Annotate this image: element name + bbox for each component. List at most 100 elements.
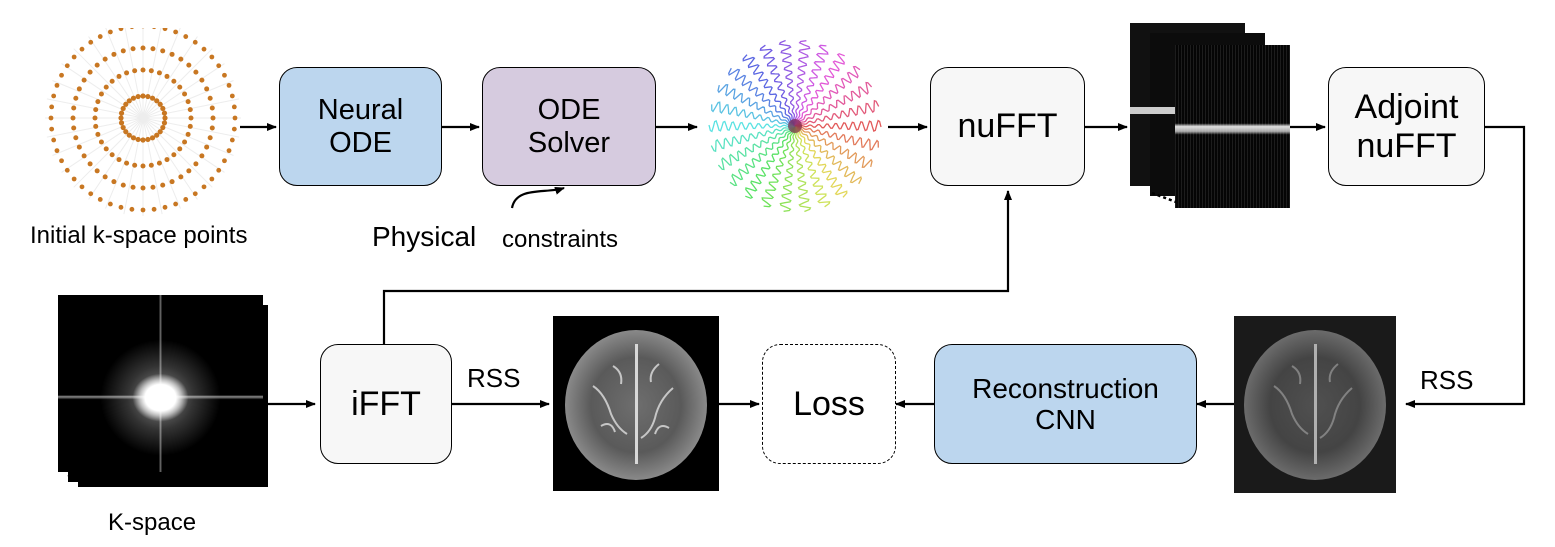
trajectory-spokes [708, 39, 882, 213]
kspace-point [88, 39, 94, 45]
trajectory-spoke [794, 125, 848, 198]
kspace-point [173, 29, 179, 35]
kspace-point [161, 120, 168, 126]
kspace-point [145, 136, 151, 143]
kspace-spoke-line [88, 36, 144, 119]
reference-brain-midline [635, 344, 638, 464]
kspace-point [201, 46, 207, 52]
kspace-point [103, 146, 109, 152]
kspace-point [51, 93, 57, 99]
kspace-point [140, 163, 146, 169]
kspace-point [97, 34, 103, 39]
adjoint-nufft-block: Adjoint nuFFT [1328, 67, 1485, 186]
coil-stack-ellipsis [1151, 191, 1177, 204]
kspace-point-rings [45, 28, 241, 216]
trajectory-spoke [745, 125, 796, 199]
trajectory-spoke [794, 125, 873, 168]
kspace-point [54, 148, 60, 154]
kspace-point [54, 82, 60, 88]
kspace-point [156, 160, 162, 166]
kspace-point [76, 86, 82, 92]
kspace-image-stack [58, 295, 270, 495]
kspace-point [118, 28, 124, 32]
reference-brain-sulci [592, 363, 674, 439]
kspace-point [164, 73, 170, 79]
kspace-point [216, 63, 222, 69]
trajectory-spoke [794, 125, 879, 151]
kspace-point [207, 95, 213, 101]
kspace-point [222, 72, 227, 78]
kspace-point [87, 69, 93, 75]
kspace-point [79, 46, 85, 52]
kspace-point [64, 167, 70, 173]
arrow-adjoint-to-coil-image [1405, 125, 1526, 408]
aliased-brain-midline [1314, 344, 1317, 464]
kspace-point [123, 101, 129, 107]
kspace-point [192, 191, 198, 197]
kspace-point [182, 139, 188, 145]
kspace-point [129, 206, 135, 212]
physical-label: Physical [372, 221, 477, 252]
coil-data-highlight [1130, 107, 1175, 114]
kspace-point [107, 29, 113, 35]
kspace-point [140, 67, 146, 73]
kspace-spoke-line [88, 117, 144, 200]
kspace-point [49, 126, 55, 132]
kspace-point [185, 99, 191, 105]
kspace-point [130, 95, 137, 101]
kspace-point [171, 152, 177, 158]
kspace-spoke-line [142, 48, 213, 119]
kspace-spoke-line [142, 63, 225, 119]
trajectory-spoke [794, 40, 811, 127]
kspace-point [169, 179, 175, 185]
trajectory-spoke [742, 54, 796, 127]
aliased-brain-image [1234, 316, 1396, 493]
kspace-point [140, 45, 146, 51]
trajectory-spoke [794, 119, 882, 132]
kspace-point [71, 125, 77, 131]
trajectory-spoke [711, 101, 796, 127]
kspace-point [199, 153, 205, 159]
kspace-point [150, 46, 156, 52]
kspace-point [71, 176, 77, 182]
trajectory-spoke [728, 67, 796, 127]
trajectory-spoke [717, 84, 796, 127]
kspace-point [162, 204, 168, 210]
kspace-point [161, 110, 168, 116]
initial-kspace-points-figure [45, 28, 241, 216]
kspace-point [111, 179, 117, 185]
neural-ode-block: Neural ODE [279, 67, 442, 186]
kspace-point [154, 132, 160, 138]
kspace-point [124, 70, 130, 76]
kspace-point [132, 68, 138, 74]
kspace-point [177, 84, 183, 90]
trajectory-spoke [761, 125, 796, 208]
kspace-point [164, 157, 170, 163]
kspace-point [162, 28, 168, 32]
kspace-point [49, 104, 55, 110]
kspace-spoke-line [142, 117, 225, 173]
kspace-point [187, 107, 193, 113]
kspace-point [210, 115, 216, 121]
trajectory-spoke [710, 125, 796, 153]
kspace-point [226, 82, 232, 88]
kspace-spoke-line [73, 117, 144, 188]
kspace-point [160, 48, 166, 54]
ifft-label: iFFT [351, 384, 421, 423]
kspace-point [186, 168, 192, 174]
kspace-point [140, 137, 146, 143]
kspace-point [48, 115, 54, 121]
trajectory-spoke [794, 44, 829, 127]
kspace-point [103, 84, 109, 90]
kspace-point [193, 69, 199, 75]
kspace-point [229, 137, 235, 143]
kspace-point [140, 93, 146, 99]
kspace-stack-ellipsis [67, 473, 97, 488]
kspace-spoke-line [61, 117, 144, 173]
kspace-point [88, 191, 94, 197]
initial-points-label: Initial k-space points [30, 222, 248, 249]
rss-right-label: RSS [1420, 365, 1474, 395]
kspace-point [193, 161, 199, 167]
kspace-point [71, 105, 77, 111]
nufft-block: nuFFT [930, 67, 1085, 186]
